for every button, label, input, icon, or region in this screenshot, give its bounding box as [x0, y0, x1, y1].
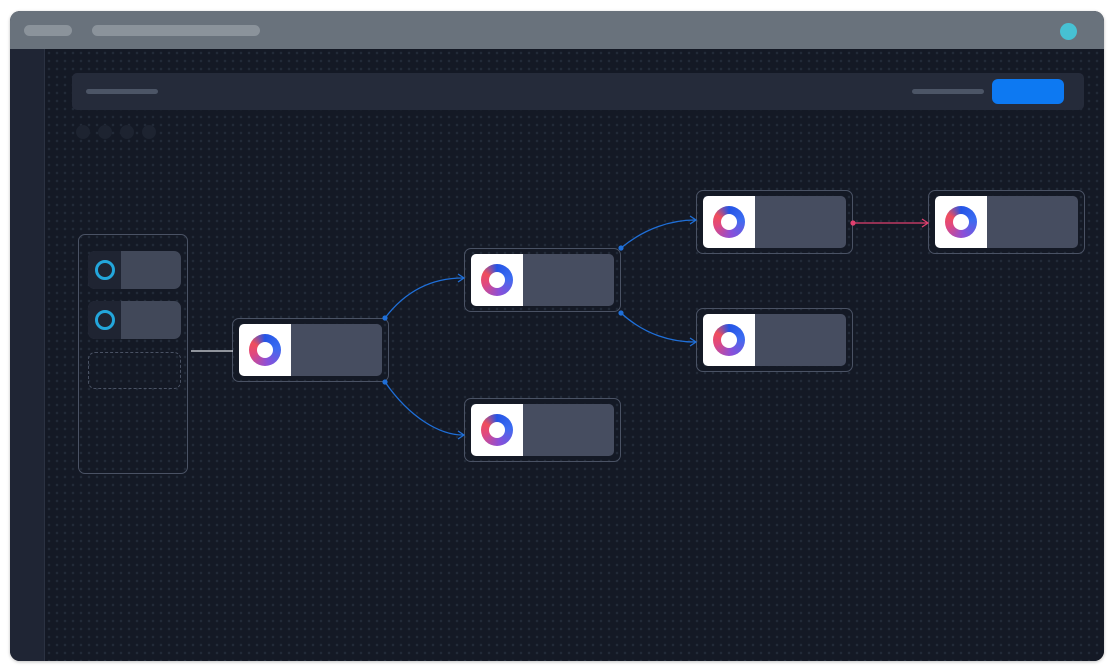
- flow-node-3[interactable]: [464, 398, 621, 462]
- toolbar: [72, 73, 1084, 110]
- node-icon-tile: [239, 324, 291, 376]
- node-icon-tile: [703, 196, 755, 248]
- ring-icon: [95, 310, 115, 330]
- node-icon-tile: [471, 404, 523, 456]
- left-rail: [10, 49, 45, 661]
- donut-chart-icon: [481, 414, 513, 446]
- flow-node-1[interactable]: [232, 318, 389, 382]
- node-icon-tile: [471, 254, 523, 306]
- flow-canvas[interactable]: [45, 49, 1104, 661]
- flow-node-5[interactable]: [696, 308, 853, 372]
- toolbar-meta-placeholder: [912, 89, 984, 94]
- node-body: [471, 404, 614, 456]
- flow-node-6[interactable]: [928, 190, 1085, 254]
- donut-chart-icon: [249, 334, 281, 366]
- tool-dot-3[interactable]: [120, 125, 134, 139]
- status-dot-icon: [1060, 23, 1077, 40]
- node-body: [935, 196, 1078, 248]
- node-icon-tile: [935, 196, 987, 248]
- palette-item-2[interactable]: [88, 301, 181, 339]
- node-icon-tile: [703, 314, 755, 366]
- palette-item-icon-box: [88, 301, 121, 339]
- tool-dot-4[interactable]: [142, 125, 156, 139]
- donut-chart-icon: [481, 264, 513, 296]
- node-body: [239, 324, 382, 376]
- palette-drop-zone[interactable]: [88, 352, 181, 389]
- donut-chart-icon: [945, 206, 977, 238]
- primary-action-button[interactable]: [992, 79, 1064, 104]
- node-body: [703, 196, 846, 248]
- node-body: [471, 254, 614, 306]
- ring-icon: [95, 260, 115, 280]
- palette-item-icon-box: [88, 251, 121, 289]
- donut-chart-icon: [713, 324, 745, 356]
- tool-dot-1[interactable]: [76, 125, 90, 139]
- donut-chart-icon: [713, 206, 745, 238]
- palette-item-1[interactable]: [88, 251, 181, 289]
- toolbar-title-placeholder: [86, 89, 158, 94]
- title-placeholder-long: [92, 25, 260, 36]
- title-placeholder-short: [24, 25, 72, 36]
- app-window: [10, 11, 1104, 661]
- flow-node-2[interactable]: [464, 248, 621, 312]
- flow-node-4[interactable]: [696, 190, 853, 254]
- node-body: [703, 314, 846, 366]
- tool-dot-2[interactable]: [98, 125, 112, 139]
- title-bar: [10, 11, 1104, 49]
- node-palette-panel: [78, 234, 188, 474]
